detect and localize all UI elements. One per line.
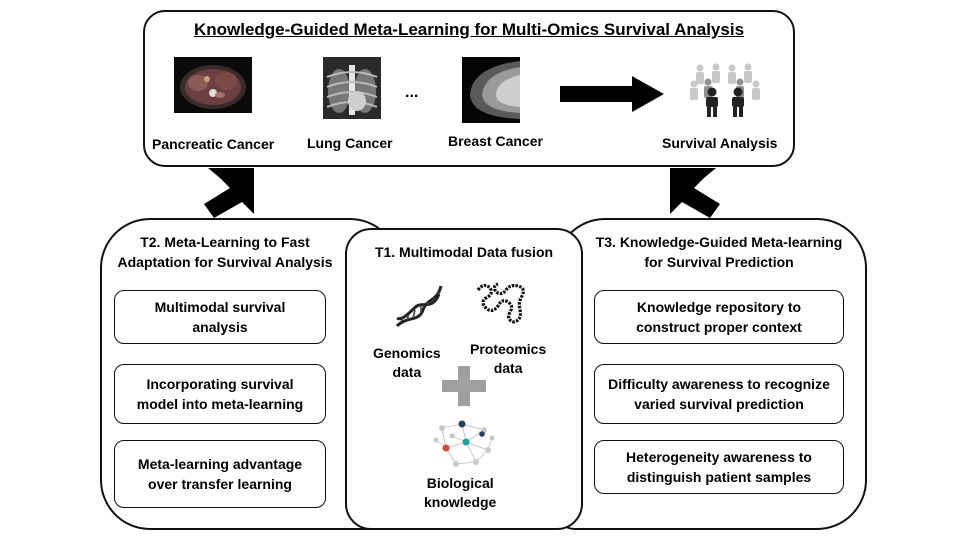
plus-icon [442, 366, 486, 406]
t2-item-2: Incorporating survival model into meta-l… [114, 364, 326, 424]
t3-item-1: Knowledge repository to construct proper… [594, 290, 844, 344]
t2-item-3: Meta-learning advantage over transfer le… [114, 440, 326, 508]
t3-item-2-text: Difficulty awareness to recognize varied… [608, 376, 830, 412]
lung-cancer-label: Lung Cancer [307, 135, 393, 151]
knowledge-network-icon [433, 420, 495, 467]
t3-item-2: Difficulty awareness to recognize varied… [594, 364, 844, 424]
genomics-label: Genomics data [373, 345, 441, 380]
diagram-title: Knowledge-Guided Meta-Learning for Multi… [193, 20, 745, 39]
t2-item-1-text: Multimodal survival analysis [154, 299, 286, 335]
left-up-arrow-icon [204, 168, 254, 218]
t1-title: T1. Multimodal Data fusion [374, 244, 554, 260]
right-up-arrow-icon [670, 168, 720, 218]
breast-cancer-label: Breast Cancer [448, 133, 543, 149]
breast-mammogram-image [462, 57, 520, 123]
t3-item-1-text: Knowledge repository to construct proper… [636, 299, 802, 335]
dna-icon [395, 285, 443, 328]
protein-icon [476, 282, 525, 324]
t3-item-3: Heterogeneity awareness to distinguish p… [594, 440, 844, 494]
ellipsis: ... [405, 84, 419, 101]
t2-item-3-text: Meta-learning advantage over transfer le… [137, 456, 303, 492]
t2-item-2-text: Incorporating survival model into meta-l… [136, 376, 304, 412]
proteomics-label: Proteomics data [470, 341, 547, 376]
lung-xray-image [323, 57, 381, 119]
pancreatic-cancer-label: Pancreatic Cancer [152, 136, 275, 152]
t3-item-3-text: Heterogeneity awareness to distinguish p… [626, 449, 812, 485]
patients-group-icon [690, 63, 760, 117]
survival-analysis-label: Survival Analysis [662, 135, 778, 151]
t2-item-1: Multimodal survival analysis [114, 290, 326, 344]
t3-title: T3. Knowledge-Guided Meta-learning for S… [595, 234, 843, 270]
pancreatic-ct-image [174, 57, 252, 113]
t2-title: T2. Meta-Learning to Fast Adaptation for… [117, 234, 333, 270]
biological-knowledge-label: Biological knowledge [424, 475, 497, 510]
right-arrow-icon [560, 76, 664, 112]
